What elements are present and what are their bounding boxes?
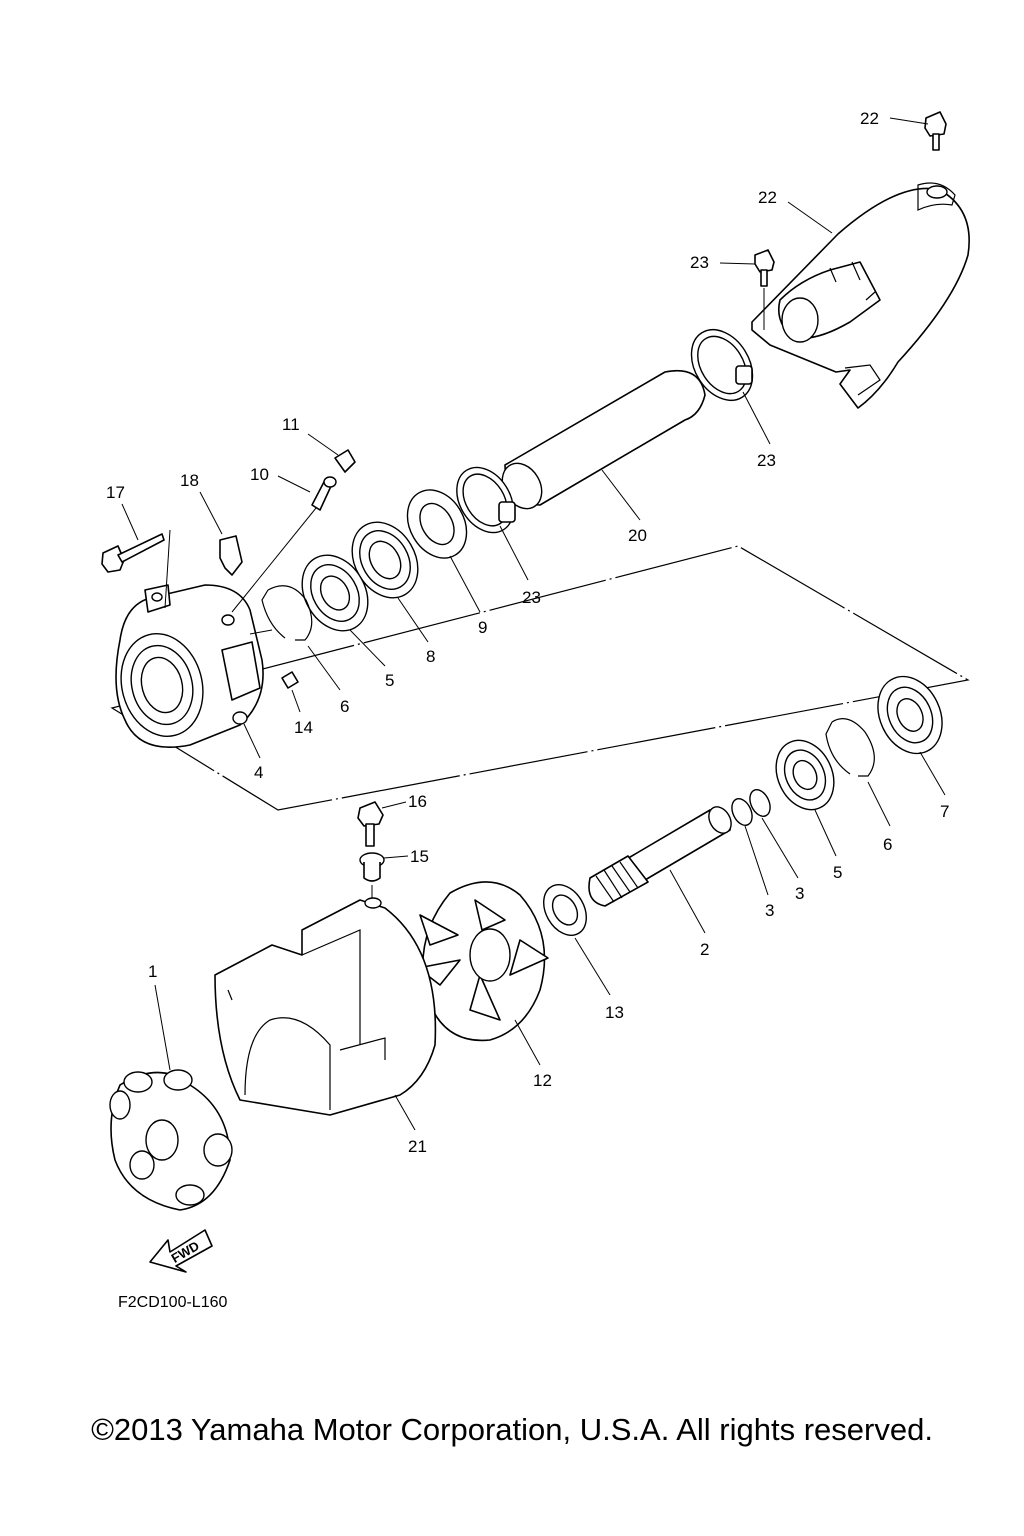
- callout-9: 9: [478, 618, 487, 637]
- callout-7: 7: [940, 802, 949, 821]
- part-22-bolt-upper: [924, 111, 947, 151]
- callout-14: 14: [294, 718, 313, 737]
- part-7-bearing: [877, 675, 943, 755]
- fwd-arrow-icon: FWD: [149, 1229, 213, 1273]
- callout-19: 18: [180, 471, 199, 490]
- callout-12: 12: [533, 1071, 552, 1090]
- callout-22-upper: 22: [860, 109, 879, 128]
- callout-4: 4: [254, 763, 263, 782]
- callout-1: 1: [148, 962, 157, 981]
- part-6-circlip-upper: [261, 585, 313, 641]
- part-8-bearing: [351, 521, 419, 599]
- callout-11: 11: [282, 415, 300, 434]
- part-12-impeller: [417, 881, 549, 1042]
- callout-23-upper: 23: [757, 451, 776, 470]
- callout-3-right: 3: [795, 884, 804, 903]
- callout-3-left: 3: [765, 901, 774, 920]
- callout-10: 10: [250, 465, 269, 484]
- callout-23-lower: 23: [522, 588, 541, 607]
- part-11-cap: [334, 449, 356, 473]
- part-18-bolt: [101, 533, 165, 573]
- part-2-drive-shaft: [588, 806, 732, 907]
- callout-18: 17: [106, 483, 125, 502]
- part-3-o-rings: [731, 789, 771, 826]
- callout-13: 13: [605, 1003, 624, 1022]
- part-10-grease-nipple: [311, 476, 337, 511]
- part-1-damper: [109, 1069, 233, 1211]
- callout-22-lower: 23: [690, 253, 709, 272]
- part-4-pump-housing: [115, 584, 264, 748]
- part-15-collar: [359, 852, 385, 882]
- part-9-oil-seal: [406, 489, 468, 559]
- callout-6-lower: 6: [883, 835, 892, 854]
- part-13-collar: [543, 884, 587, 936]
- callout-6-upper: 6: [340, 697, 349, 716]
- part-14-dowel-pin: [281, 671, 299, 689]
- part-23-hose-clamp-upper: [690, 329, 754, 401]
- part-16-bolt: [357, 801, 384, 847]
- callout-5-upper: 5: [385, 671, 394, 690]
- part-22-bolt-lower: [754, 249, 775, 287]
- part-21-nozzle-cover: [751, 182, 970, 409]
- part-17-liner: [214, 897, 437, 1116]
- part-6-circlip-lower: [825, 718, 875, 777]
- part-19-clip: [219, 535, 243, 576]
- callout-15: 15: [410, 847, 429, 866]
- callout-20: 20: [628, 526, 647, 545]
- callout-5-lower: 5: [833, 863, 842, 882]
- callout-8: 8: [426, 647, 435, 666]
- callout-17: 21: [408, 1137, 427, 1156]
- part-20-hose: [501, 370, 706, 510]
- part-23-hose-clamp-lower: [456, 466, 516, 534]
- figure-code: F2CD100-L160: [118, 1294, 228, 1311]
- part-5-bearing-lower: [775, 739, 835, 811]
- callout-21: 22: [758, 188, 777, 207]
- callout-16: 16: [408, 792, 427, 811]
- assembly-outline: [110, 545, 970, 811]
- callout-2: 2: [700, 940, 709, 959]
- copyright-notice: ©2013 Yamaha Motor Corporation, U.S.A. A…: [91, 1412, 933, 1447]
